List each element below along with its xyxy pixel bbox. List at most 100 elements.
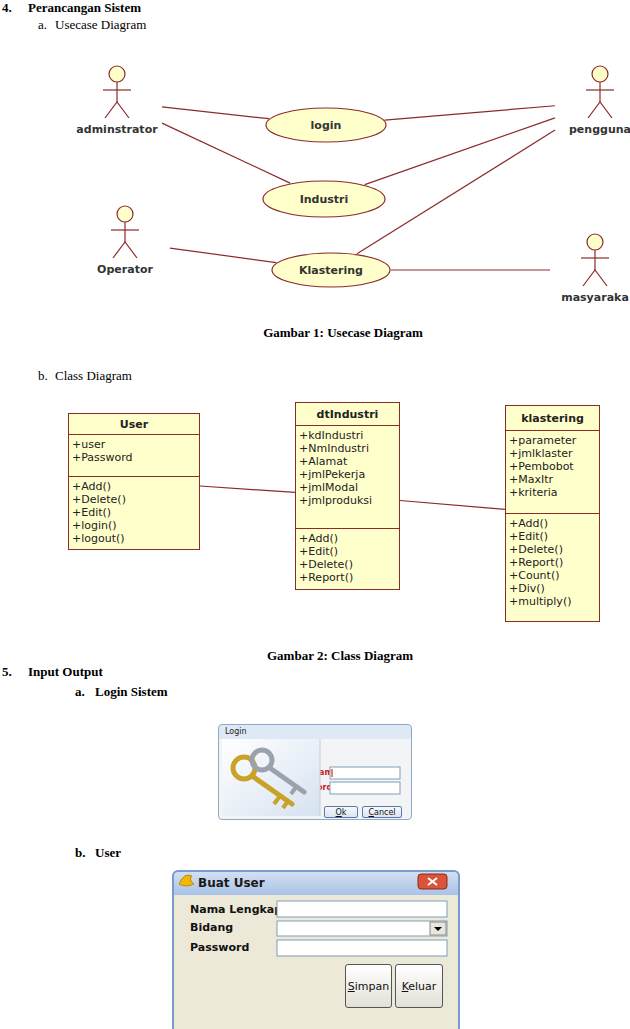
- class-method: +Edit(): [509, 530, 596, 543]
- association-line: [170, 248, 276, 262]
- actor-name: adminstrator: [52, 123, 182, 136]
- actor-figure: [80, 204, 170, 262]
- actor: adminstrator: [72, 64, 162, 140]
- class-header: klastering: [506, 406, 599, 431]
- actor-body: [105, 102, 129, 118]
- button: Keluar: [395, 964, 443, 1008]
- actor-body: [116, 82, 117, 102]
- use-case-name: Industri: [300, 193, 349, 206]
- figure-caption: Gambar 1: Usecase Diagram: [263, 325, 423, 340]
- class-name: dtIndustri: [317, 408, 379, 421]
- class-method: +Edit(): [299, 545, 396, 558]
- class-methods: +Add()+Delete()+Edit()+login()+logout(): [69, 476, 199, 549]
- association-line: [365, 118, 555, 185]
- class-attributes: +kdIndustri+NmIndustri+Alamat+jmlPekerja…: [296, 426, 399, 528]
- class-attribute: +kriteria: [509, 486, 596, 499]
- section-number: 5.: [2, 664, 12, 679]
- actor-body: [103, 89, 131, 90]
- class-attributes: +user+Password: [69, 435, 199, 476]
- use-case-label-area: Industri: [262, 180, 386, 218]
- button-label: Keluar: [402, 980, 437, 993]
- class-method: +logout(): [72, 532, 196, 545]
- actor: masyaraka: [550, 232, 630, 308]
- actor: pengguna: [555, 64, 630, 140]
- use-case-outline: [266, 108, 386, 142]
- class-method: +multiply(): [509, 595, 596, 608]
- use-case-label-area: login: [265, 107, 387, 143]
- class-attribute: +NmIndustri: [299, 442, 396, 455]
- class-method: +Add(): [509, 517, 596, 530]
- class-method: +Delete(): [509, 543, 596, 556]
- class-header: dtIndustri: [296, 403, 399, 426]
- actor-head: [587, 234, 603, 250]
- class-box: klastering+parameter+jmlklaster+Pembobot…: [505, 405, 600, 622]
- actor-name: masyaraka: [530, 291, 630, 304]
- section-number: 4.: [2, 0, 12, 15]
- class-attribute: +MaxItr: [509, 473, 596, 486]
- class-method: +Div(): [509, 582, 596, 595]
- actor-name: pengguna: [535, 123, 630, 136]
- use-case: Industri: [262, 180, 386, 218]
- actor-body: [124, 222, 125, 242]
- actor-head: [117, 206, 133, 222]
- actor-body: [588, 102, 612, 118]
- use-case: login: [265, 107, 387, 143]
- association-line: [385, 106, 555, 120]
- field-label: Bidang: [190, 921, 233, 934]
- subsection-letter: a.: [38, 17, 47, 32]
- actor-body: [113, 242, 137, 258]
- subsection-heading: Class Diagram: [55, 368, 132, 383]
- use-case-label-area: Klastering: [271, 252, 391, 288]
- actor-body: [599, 82, 600, 102]
- actor-figure: [555, 64, 630, 122]
- actor-body: [594, 250, 595, 270]
- field-label: User Name: [289, 768, 338, 777]
- section-heading: Perancangan Sistem: [28, 0, 141, 15]
- class-attribute: +Pembobot: [509, 460, 596, 473]
- window-title: Buat User: [198, 876, 265, 890]
- subsection-letter: b.: [75, 845, 85, 860]
- class-method: +Count(): [509, 569, 596, 582]
- class-method: +Edit(): [72, 506, 196, 519]
- class-attribute: +Password: [72, 451, 196, 464]
- use-case-name: login: [311, 119, 342, 132]
- association-line: [400, 500, 505, 509]
- class-method: +Add(): [299, 532, 396, 545]
- button: Ok: [324, 806, 358, 818]
- class-methods: +Add()+Edit()+Delete()+Report(): [296, 528, 399, 589]
- class-box: User +user+Password+Add()+Delete()+Edit()…: [68, 413, 200, 550]
- figure-caption: Gambar 2: Class Diagram: [267, 648, 413, 663]
- class-methods: +Add()+Edit()+Delete()+Report()+Count()+…: [506, 513, 599, 621]
- subsection-heading: User: [95, 845, 121, 860]
- login-window: OkCancelLoginUser NamePassword: [218, 724, 412, 820]
- class-attribute: +kdIndustri: [299, 429, 396, 442]
- association-line: [200, 486, 295, 492]
- actor-body: [581, 257, 609, 258]
- subsection-letter: a.: [75, 684, 85, 699]
- use-case-outline: [263, 181, 385, 217]
- association-line: [357, 130, 555, 254]
- association-line: [162, 107, 269, 119]
- actor-name: Operator: [60, 263, 190, 276]
- button-label: Simpan: [348, 980, 389, 993]
- actor-head: [109, 66, 125, 82]
- class-method: +Report(): [509, 556, 596, 569]
- class-attributes: +parameter+jmlklaster+Pembobot+MaxItr+kr…: [506, 431, 599, 513]
- actor: Operator: [80, 204, 170, 280]
- class-method: +Add(): [72, 480, 196, 493]
- window-title: Login: [225, 727, 247, 736]
- form-window: SimpanKeluarBuat UserNama LengkapBidangP…: [172, 870, 460, 1029]
- class-header: User: [69, 414, 199, 435]
- actor-body: [583, 270, 607, 286]
- class-method: +login(): [72, 519, 196, 532]
- class-box: dtIndustri +kdIndustri+NmIndustri+Alamat+…: [295, 402, 400, 590]
- subsection-heading: Login Sistem: [95, 684, 168, 699]
- class-name: User: [120, 418, 148, 431]
- class-attribute: +jmlModal: [299, 481, 396, 494]
- use-case: Klastering: [271, 252, 391, 288]
- actor-body: [586, 89, 614, 90]
- subsection-letter: b.: [38, 368, 48, 383]
- class-attribute: +jmlproduksi: [299, 494, 396, 507]
- field-label: Password: [190, 941, 249, 954]
